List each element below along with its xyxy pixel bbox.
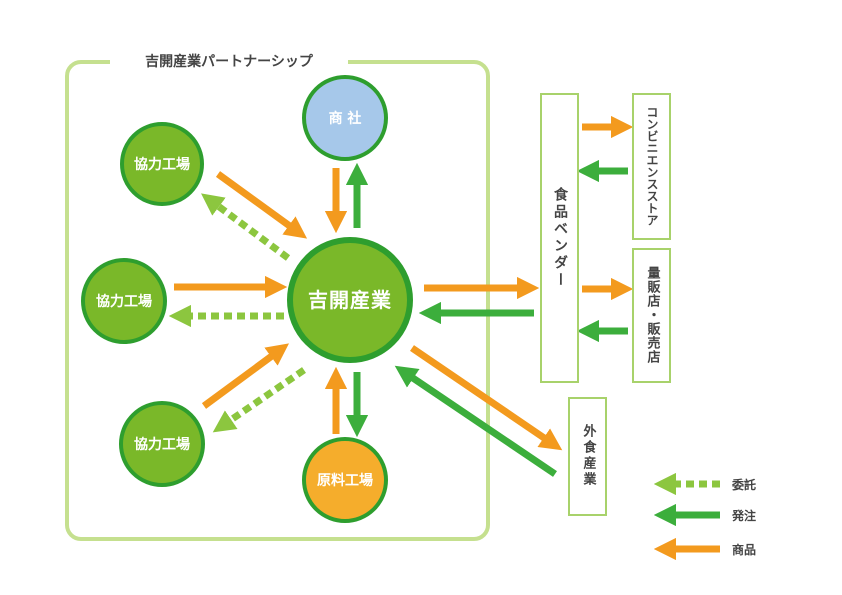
box-mass-retail: 量販店・販売店 [632,248,671,383]
arrow-factory-bottom-to-center [201,343,290,409]
node-factory-bottom-label: 協力工場 [134,436,190,453]
arrow-center-to-food-service [410,345,563,451]
node-center-company: 吉開産業 [287,237,413,363]
node-factory-bottom: 協力工場 [119,401,205,487]
vendor-label: 食品ベンダー [552,186,568,289]
node-factory-top: 協力工場 [120,122,204,206]
partnership-title: 吉開産業パートナーシップ [145,53,314,70]
node-raw-material-label: 原料工場 [317,472,373,489]
node-factory-mid-label: 協力工場 [96,293,152,310]
arrow-center-to-factory-top [201,193,291,261]
arrow-center-to-factory-bottom [212,367,306,433]
mass-retail-label: 量販店・販売店 [645,266,661,364]
legend-product-label: 商品 [732,542,756,557]
convenience-label: コンビニエンスストア [645,106,659,226]
legend-order-label: 発注 [731,508,756,523]
legend: 委託 発注 商品 [653,472,756,561]
node-factory-mid: 協力工場 [81,258,167,344]
arrow-factory-top-to-center [215,171,308,239]
food-service-label: 外食産業 [581,423,598,488]
node-trading-company: 商 社 [302,75,388,161]
legend-outsource-label: 委託 [731,477,756,492]
box-food-service: 外食産業 [568,397,607,516]
box-convenience-store: コンビニエンスストア [632,93,671,240]
center-label: 吉開産業 [308,288,392,312]
box-food-vendor: 食品ベンダー [540,93,579,383]
arrow-food-service-to-center [394,365,557,477]
node-trading-label: 商 社 [329,110,362,127]
node-factory-top-label: 協力工場 [134,156,190,173]
node-raw-material-factory: 原料工場 [302,437,388,523]
